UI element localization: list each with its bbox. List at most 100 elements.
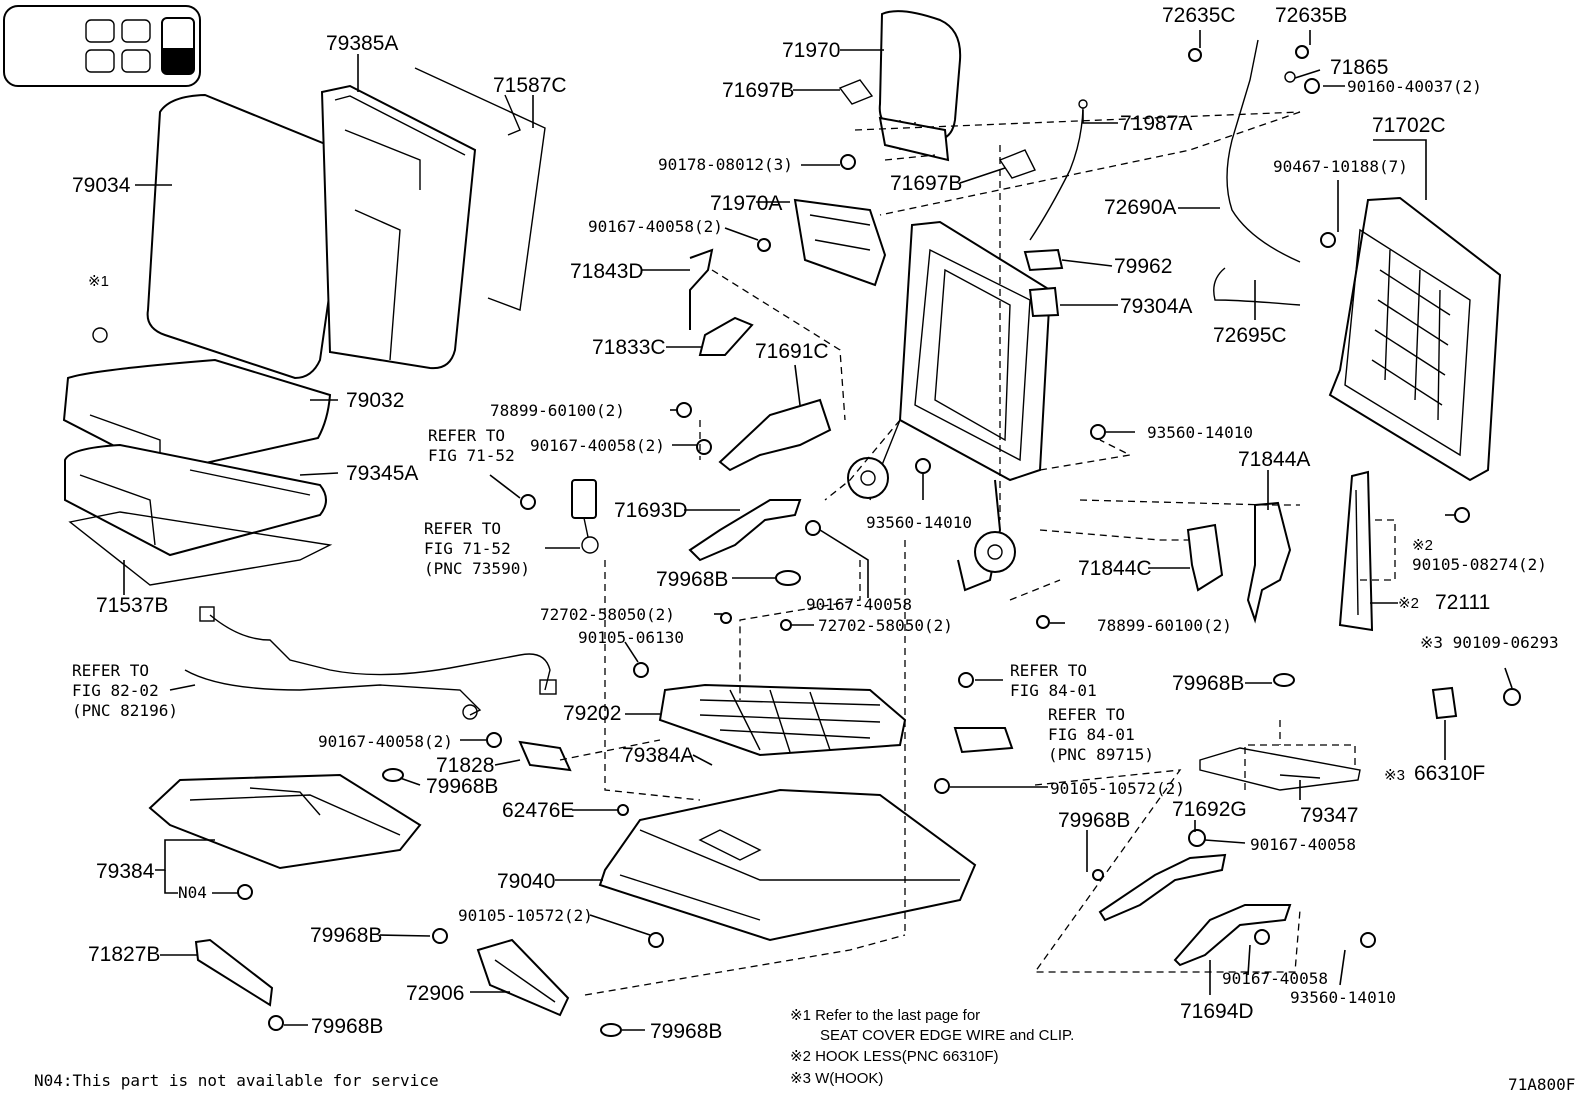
label-71693D: 71693D <box>614 499 688 522</box>
seat-position-icon <box>3 5 201 87</box>
label-72702-58050-b: 72702-58050(2) <box>818 616 953 635</box>
label-79968B-e: 79968B <box>310 924 382 947</box>
seatback-board-drawing <box>1328 196 1502 482</box>
assembly-dashed-lines <box>559 111 1396 996</box>
label-90105-10572-b: 90105-10572(2) <box>458 906 593 925</box>
tray-drawing <box>1199 686 1458 791</box>
cushion-frame-drawing <box>598 683 977 942</box>
label-79347: 79347 <box>1300 804 1358 827</box>
label-72702-58050-a: 72702-58050(2) <box>540 605 675 624</box>
lower-cover-drawing <box>148 773 422 870</box>
seat-rail-drawing <box>1338 470 1374 632</box>
label-note1-mark: ※1 <box>88 273 109 290</box>
label-78899-60100-b: 78899-60100(2) <box>1097 616 1232 635</box>
label-79968B-d: 79968B <box>1058 809 1130 832</box>
label-72635B: 72635B <box>1275 4 1347 27</box>
front-cover-drawing <box>194 938 570 1017</box>
label-71691C: 71691C <box>755 340 829 363</box>
label-90105-08274: 90105-08274(2) <box>1412 555 1547 574</box>
refer-to-labels: REFER TO FIG 71-52 REFER TO FIG 71-52 (P… <box>72 426 1154 764</box>
label-93560-14010-b: 93560-14010 <box>866 513 972 532</box>
footnotes: ※1 Refer to the last page for SEAT COVER… <box>790 1007 1074 1087</box>
label-90105-06130: 90105-06130 <box>578 628 684 647</box>
refer-fig71-52-b-line2: FIG 71-52 <box>424 539 511 558</box>
note3: ※3 W(HOOK) <box>790 1070 883 1087</box>
fasteners-drawing <box>92 45 1521 1037</box>
label-71694D: 71694D <box>1180 1000 1254 1023</box>
label-72695C: 72695C <box>1213 324 1287 347</box>
label-72635C: 72635C <box>1162 4 1236 27</box>
label-79968B-f: 79968B <box>311 1015 383 1038</box>
label-90167-40058-f: 90167-40058 <box>1222 969 1328 988</box>
label-79032: 79032 <box>346 389 404 412</box>
refer-fig84-01-b-line2: FIG 84-01 <box>1048 725 1135 744</box>
label-72111: 72111 <box>1435 591 1490 614</box>
label-79040: 79040 <box>497 870 555 893</box>
label-66310F: 66310F <box>1414 762 1485 785</box>
refer-fig82-02-line3: (PNC 82196) <box>72 701 178 720</box>
label-71844C: 71844C <box>1078 557 1152 580</box>
refer-fig84-01-b-line1: REFER TO <box>1048 705 1125 724</box>
label-71692G: 71692G <box>1172 798 1247 821</box>
label-79384A: 79384A <box>622 744 694 767</box>
label-71865: 71865 <box>1330 56 1388 79</box>
label-71587C: 71587C <box>493 74 567 97</box>
label-79384: 79384 <box>96 860 155 883</box>
label-79385A: 79385A <box>326 32 398 55</box>
label-90109-06293: ※3 90109-06293 <box>1420 633 1559 652</box>
refer-fig82-02-line1: REFER TO <box>72 661 149 680</box>
refer-fig71-52-b-line1: REFER TO <box>424 519 501 538</box>
label-72906: 72906 <box>406 982 464 1005</box>
label-mark3: ※3 <box>1384 767 1405 784</box>
label-93560-14010-c: 93560-14010 <box>1290 988 1396 1007</box>
label-71833C: 71833C <box>592 336 666 359</box>
label-79034: 79034 <box>72 174 131 197</box>
label-93560-14010-a: 93560-14010 <box>1147 423 1253 442</box>
leader-lines <box>123 30 1513 1031</box>
note2: ※2 HOOK LESS(PNC 66310F) <box>790 1048 998 1065</box>
label-79345A: 79345A <box>346 462 418 485</box>
label-71697B-top: 71697B <box>722 79 794 102</box>
label-72690A: 72690A <box>1104 196 1176 219</box>
label-71702C: 71702C <box>1372 114 1446 137</box>
label-71844A: 71844A <box>1238 448 1310 471</box>
label-79304A: 79304A <box>1120 295 1192 318</box>
label-mark2-b: ※2 <box>1398 595 1419 612</box>
figure-code: 71A800F <box>1508 1075 1575 1094</box>
label-90167-40058-a: 90167-40058(2) <box>588 217 723 236</box>
label-90105-10572-a: 90105-10572(2) <box>1050 779 1185 798</box>
label-62476E: 62476E <box>502 799 574 822</box>
refer-fig84-01-b-line3: (PNC 89715) <box>1048 745 1154 764</box>
label-N04: N04 <box>178 883 207 902</box>
buckle-drawing <box>571 479 599 554</box>
n04-availability-note: N04:This part is not available for servi… <box>34 1071 439 1090</box>
label-71537B: 71537B <box>96 594 168 617</box>
refer-fig84-01-a-line1: REFER TO <box>1010 661 1087 680</box>
small-parts-drawing <box>518 248 1014 772</box>
label-90167-40058-c: 90167-40058 <box>806 595 912 614</box>
label-79968B-g: 79968B <box>650 1020 722 1043</box>
label-79202: 79202 <box>563 702 621 725</box>
seatback-cover-drawing <box>146 67 546 380</box>
refer-fig71-52-a-line2: FIG 71-52 <box>428 446 515 465</box>
label-90167-40058-b: 90167-40058(2) <box>530 436 665 455</box>
label-71843D: 71843D <box>570 260 644 283</box>
note1-line2: SEAT COVER EDGE WIRE and CLIP. <box>820 1027 1074 1044</box>
label-90160-40037: 90160-40037(2) <box>1347 77 1482 96</box>
label-79968B-b: 79968B <box>1172 672 1244 695</box>
label-71828: 71828 <box>436 754 494 777</box>
refer-fig82-02-line2: FIG 82-02 <box>72 681 159 700</box>
seat-cushion-drawing <box>62 358 333 586</box>
wire-harness-drawing <box>184 606 557 720</box>
release-cable-drawing <box>1029 39 1301 306</box>
label-71697B-mid: 71697B <box>890 172 962 195</box>
label-90467-10188: 90467-10188(7) <box>1273 157 1408 176</box>
footer: N04:This part is not available for servi… <box>34 1071 1575 1094</box>
leg-bracket-drawing <box>1098 853 1292 967</box>
label-90167-40058-d: 90167-40058(2) <box>318 732 453 751</box>
label-79962: 79962 <box>1114 255 1172 278</box>
seatback-frame-drawing <box>847 220 1064 592</box>
label-71970A: 71970A <box>710 192 782 215</box>
label-71827B: 71827B <box>88 943 160 966</box>
